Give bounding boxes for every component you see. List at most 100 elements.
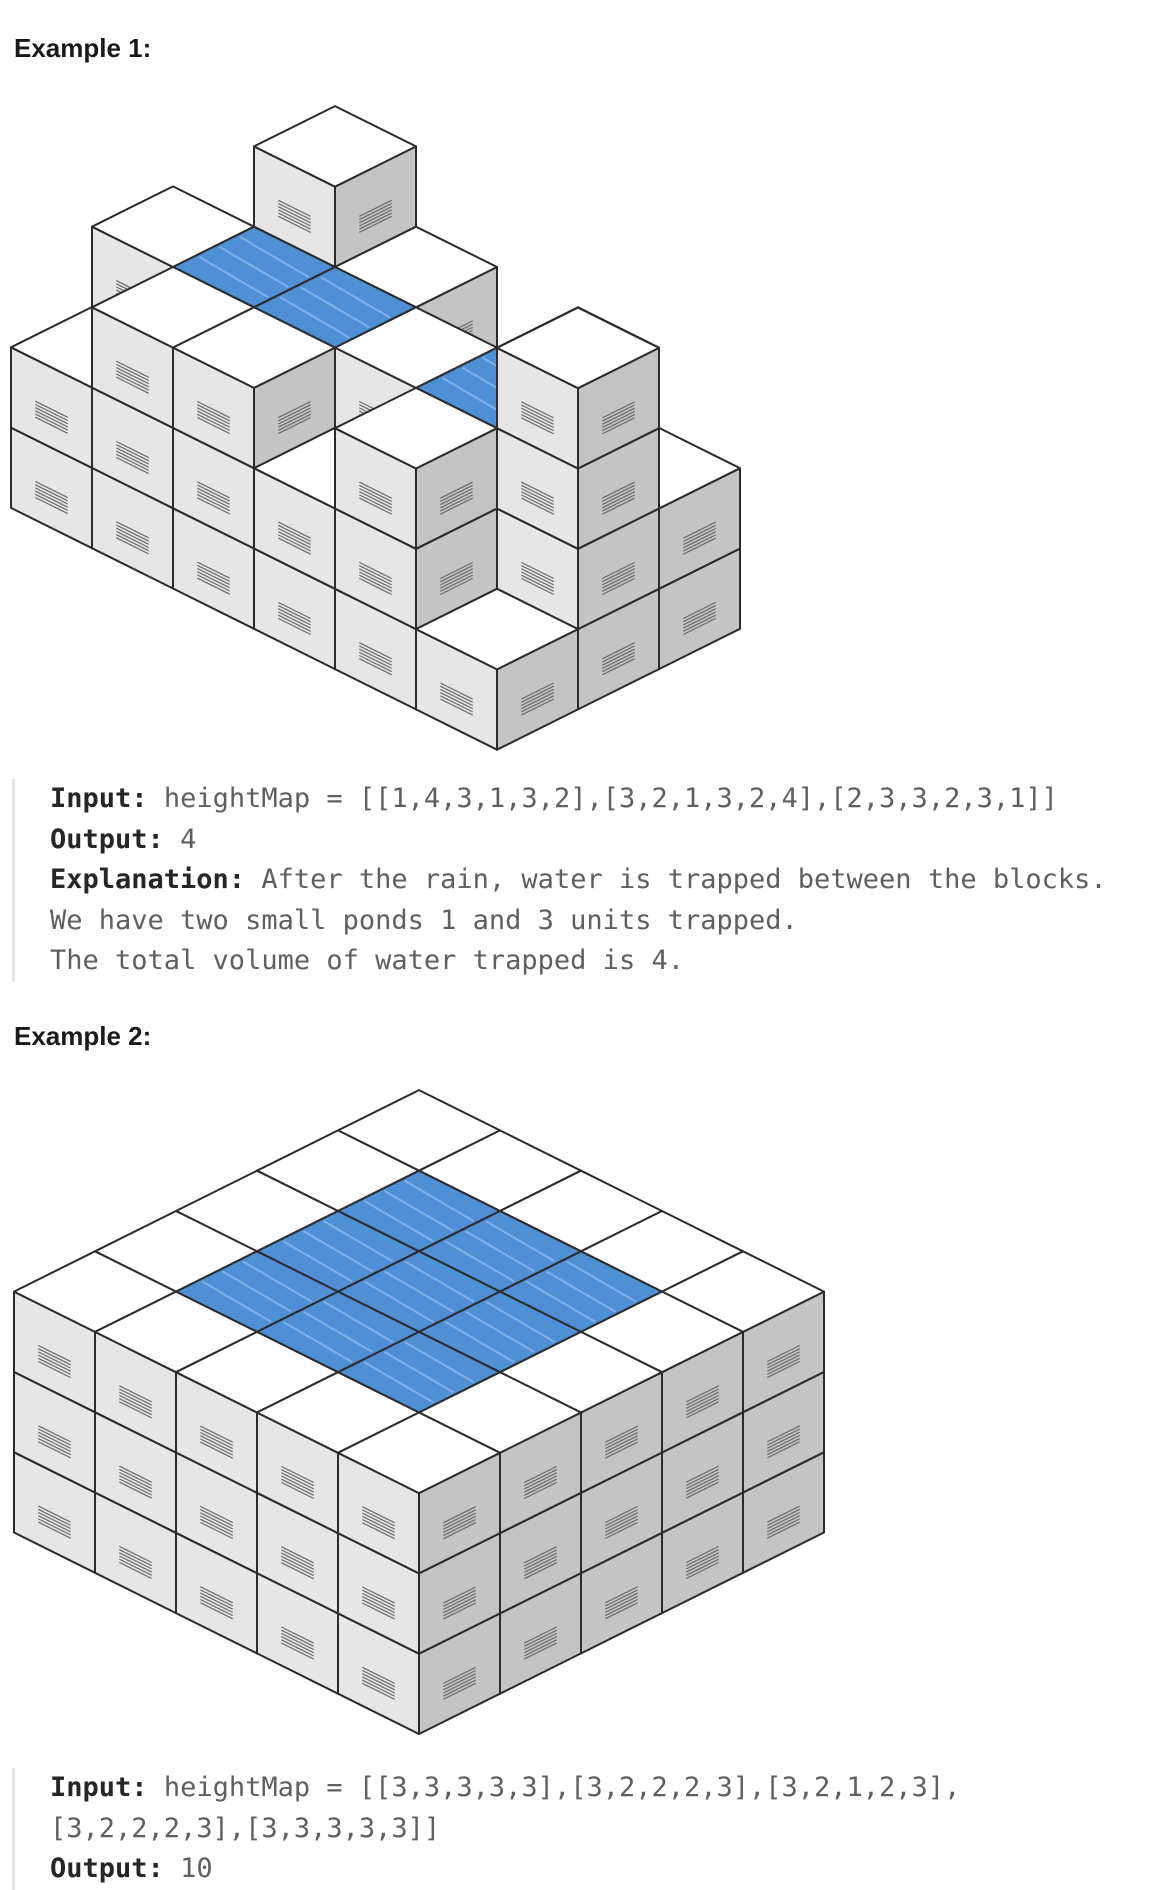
block-hatch	[362, 1602, 395, 1620]
block-hatch	[116, 373, 149, 391]
block-hatch	[119, 1398, 152, 1416]
block-hatch	[686, 1465, 719, 1483]
block-hatch	[119, 1468, 152, 1486]
block-hatch	[686, 1391, 719, 1409]
block-hatch	[443, 1596, 476, 1614]
block-hatch	[278, 605, 311, 623]
water-ripple	[239, 235, 310, 278]
block-hatch	[605, 1515, 638, 1533]
block-hatch	[440, 682, 473, 700]
block-hatch	[362, 1666, 395, 1684]
block-hatch	[38, 1441, 71, 1459]
block-hatch	[605, 1595, 638, 1613]
block-hatch	[443, 1512, 476, 1530]
block-hatch	[197, 400, 230, 419]
block-hatch	[119, 1549, 152, 1567]
block-hatch	[521, 404, 554, 422]
block-hatch	[605, 1598, 638, 1617]
water-ripple	[464, 1310, 536, 1353]
block-hatch	[683, 608, 716, 626]
block-hatch	[362, 1682, 395, 1700]
water-ripple	[221, 1270, 293, 1313]
block-hatch	[35, 496, 68, 515]
block-hatch	[278, 215, 311, 233]
block-hatch	[278, 416, 311, 435]
block-hatch	[602, 404, 635, 422]
water-ripple	[383, 1270, 455, 1313]
block-hatch	[602, 494, 635, 512]
block-hatch	[197, 571, 230, 589]
block-hatch	[605, 1438, 638, 1456]
water-ripple	[363, 1361, 434, 1404]
block-hatch	[602, 651, 635, 669]
block-hatch	[521, 410, 554, 429]
block-hatch	[200, 1441, 233, 1459]
block-hatch	[197, 567, 230, 586]
block-hatch	[281, 1632, 314, 1651]
example-2-heading: Example 2:	[14, 1021, 152, 1051]
example-2-code-block: Input: heightMap = [[3,3,3,3,3],[3,2,2,2…	[12, 1768, 960, 1890]
block-hatch	[602, 484, 635, 502]
block-hatch	[524, 1552, 557, 1570]
block-hatch	[767, 1425, 800, 1443]
block-hatch	[683, 611, 716, 629]
water-ripple	[485, 1300, 556, 1343]
block-hatch	[278, 527, 311, 546]
water-ripple	[302, 1310, 374, 1353]
water-ripple	[485, 1220, 556, 1263]
block-hatch	[521, 568, 554, 586]
water-ripple	[363, 1200, 434, 1243]
block-hatch	[521, 577, 554, 596]
block-hatch	[281, 1465, 314, 1484]
block-hatch	[197, 494, 230, 512]
block-hatch	[524, 1636, 557, 1654]
block-hatch	[362, 1596, 395, 1614]
block-hatch	[35, 493, 68, 511]
block-hatch	[362, 1676, 395, 1694]
block-hatch	[521, 481, 554, 499]
block-hatch	[278, 601, 311, 620]
input-label: Input:	[50, 1772, 148, 1803]
water-ripple	[242, 1260, 313, 1303]
block-hatch	[602, 642, 635, 660]
block-hatch	[362, 1506, 395, 1524]
block-hatch	[359, 651, 392, 669]
block-hatch	[521, 565, 554, 583]
explanation-line-3: The total volume of water trapped is 4.	[50, 945, 684, 976]
block-hatch	[521, 682, 554, 700]
block-hatch	[359, 491, 392, 509]
block-hatch	[602, 407, 635, 425]
block-hatch	[359, 654, 392, 673]
block-hatch	[281, 1636, 314, 1654]
block-hatch	[602, 571, 635, 589]
block-hatch	[683, 605, 716, 623]
block-hatch	[35, 484, 68, 502]
block-hatch	[602, 577, 635, 596]
block-top-face	[334, 386, 498, 470]
example-1-code-block: Input: heightMap = [[1,4,3,1,3,2],[3,2,1…	[12, 779, 1107, 982]
block-hatch	[602, 648, 635, 666]
block-hatch	[686, 1468, 719, 1486]
block-hatch	[35, 487, 68, 505]
explanation-text: After the rain, water is trapped between…	[261, 864, 1107, 895]
block-hatch	[278, 212, 311, 230]
block-hatch	[767, 1360, 800, 1379]
block-hatch	[116, 453, 149, 471]
block-hatch	[683, 537, 716, 555]
block-hatch	[683, 614, 716, 632]
block-hatch	[359, 574, 392, 592]
block-hatch	[443, 1586, 476, 1604]
block-hatch	[197, 407, 230, 425]
water-ripple	[363, 1280, 434, 1323]
block-hatch	[38, 1348, 71, 1366]
block-hatch	[119, 1561, 152, 1580]
block-hatch	[38, 1351, 71, 1369]
block-hatch	[521, 491, 554, 509]
block-hatch	[605, 1586, 638, 1604]
output-line: Output: 4	[50, 820, 1107, 861]
block-hatch	[200, 1602, 233, 1620]
water-ripple	[320, 276, 391, 319]
example-2-illustration	[13, 1089, 825, 1735]
block-hatch	[35, 410, 68, 428]
block-hatch	[278, 404, 311, 422]
